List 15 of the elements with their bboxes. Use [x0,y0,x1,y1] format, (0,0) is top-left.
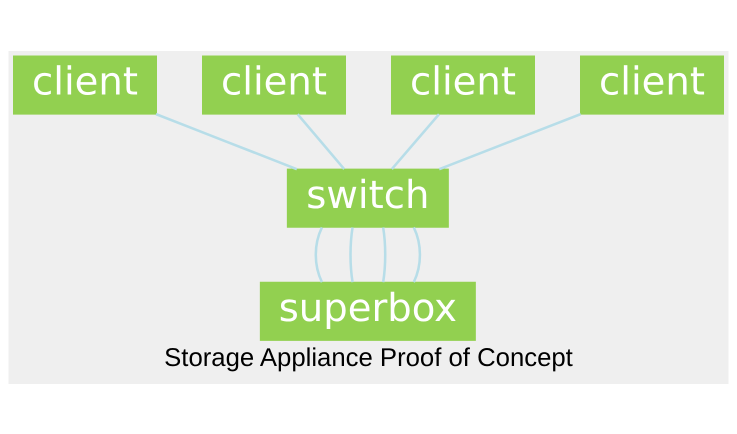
node-box: switch [286,168,449,228]
connector [382,226,386,282]
node-box: client [202,55,346,114]
node-box: client [13,55,157,114]
node-box: client [580,55,724,114]
connector [156,112,298,170]
node-box: superbox [260,281,476,340]
connector [438,112,582,170]
caption: Storage Appliance Proof of Concept [164,344,573,372]
connector [412,226,422,282]
connector [296,112,346,170]
connector [314,226,324,282]
connector [349,226,354,282]
node-box: client [391,55,535,114]
connector [390,112,440,170]
